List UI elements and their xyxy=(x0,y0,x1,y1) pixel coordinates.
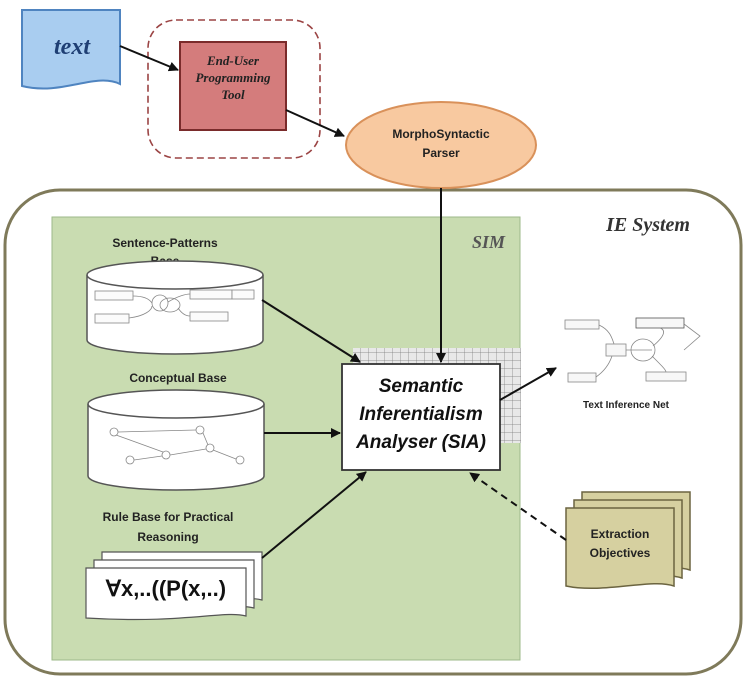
rule-base-label-line1: Rule Base for Practical xyxy=(103,510,234,524)
morphosyntactic-parser: MorphoSyntactic Parser xyxy=(345,101,537,189)
conceptual-base-label: Conceptual Base xyxy=(129,371,227,385)
arrow-rule-base-to-sia xyxy=(261,471,367,559)
parser-label-line1: MorphoSyntactic xyxy=(392,127,490,141)
tool-dashed-boundary xyxy=(147,19,321,159)
arrow-sia-to-inference-net xyxy=(499,367,557,401)
sim-label: SIM xyxy=(472,232,506,252)
inference-net-graph xyxy=(564,317,701,383)
arrow-objectives-to-sia xyxy=(469,472,567,541)
sia-label-line1: Semantic xyxy=(379,376,464,397)
conceptual-graph-thumbnail xyxy=(109,425,245,465)
parser-label-line2: Parser xyxy=(422,146,460,160)
text-document-label: text xyxy=(54,34,91,60)
text-inference-net: Text Inference Net xyxy=(564,317,701,411)
extraction-objectives: Extraction Objectives xyxy=(565,491,691,590)
sia-label-line2: Inferentialism xyxy=(359,404,483,425)
tool-label-line3: Tool xyxy=(221,87,245,102)
ie-system-label: IE System xyxy=(605,214,690,236)
sentence-patterns-base: Sentence-Patterns Base xyxy=(86,236,264,355)
sentence-base-label-line1: Sentence-Patterns xyxy=(112,236,218,250)
objectives-label-line1: Extraction xyxy=(591,527,650,541)
text-document: text xyxy=(21,9,121,90)
connector-arrows xyxy=(119,45,567,559)
tool-label-line1: End-User xyxy=(206,53,260,68)
arrow-text-to-tool xyxy=(119,45,179,72)
inference-net-label: Text Inference Net xyxy=(583,400,670,411)
arrow-tool-to-parser xyxy=(285,109,345,137)
sia-label-line3: Analyser (SIA) xyxy=(355,432,486,453)
rule-base-label-line2: Reasoning xyxy=(137,530,198,544)
arrow-sentence-base-to-sia xyxy=(261,299,361,363)
sentence-pattern-graph-thumbnail xyxy=(94,289,255,324)
end-user-programming-tool: End-User Programming Tool xyxy=(179,41,287,131)
tool-label-line2: Programming xyxy=(195,70,271,85)
rule-formula: ∀x,..((P(x,..) xyxy=(105,576,226,601)
semantic-inferentialism-analyser: Semantic Inferentialism Analyser (SIA) xyxy=(341,348,521,471)
objectives-label-line2: Objectives xyxy=(590,546,651,560)
rule-base-practical-reasoning: Rule Base for Practical Reasoning ∀x,..(… xyxy=(85,510,263,621)
conceptual-base: Conceptual Base xyxy=(87,371,265,491)
